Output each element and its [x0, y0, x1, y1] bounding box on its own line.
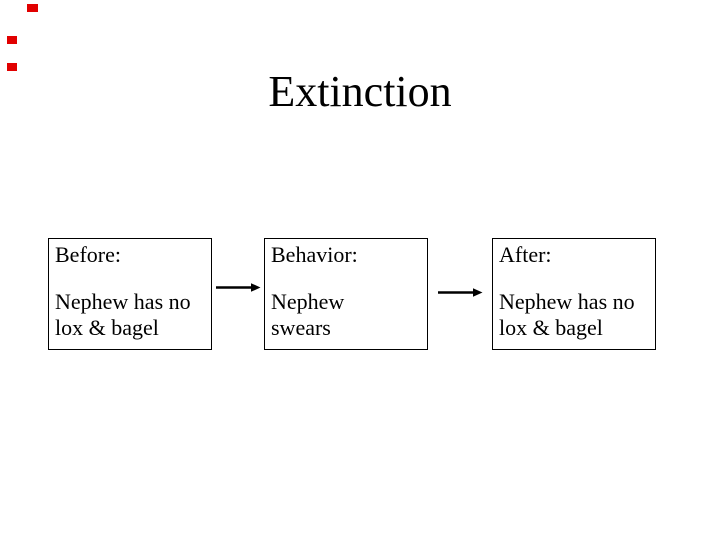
red-marker-artifact [7, 63, 17, 71]
box-behavior: Behavior: Nephew swears [264, 238, 428, 350]
box-after-label: After: [499, 242, 552, 267]
red-marker-artifact [7, 36, 17, 44]
box-after-text: Nephew has no lox & bagel [499, 289, 635, 340]
box-behavior-text: Nephew swears [271, 289, 345, 340]
box-behavior-label: Behavior: [271, 242, 358, 267]
box-before-label: Before: [55, 242, 121, 267]
box-before-text: Nephew has no lox & bagel [55, 289, 191, 340]
arrow-right-icon [438, 288, 483, 297]
box-after: After: Nephew has no lox & bagel [492, 238, 656, 350]
slide-title: Extinction [268, 67, 452, 116]
box-before: Before: Nephew has no lox & bagel [48, 238, 212, 350]
arrow-right-icon [216, 283, 261, 292]
red-marker-artifact [27, 4, 38, 12]
